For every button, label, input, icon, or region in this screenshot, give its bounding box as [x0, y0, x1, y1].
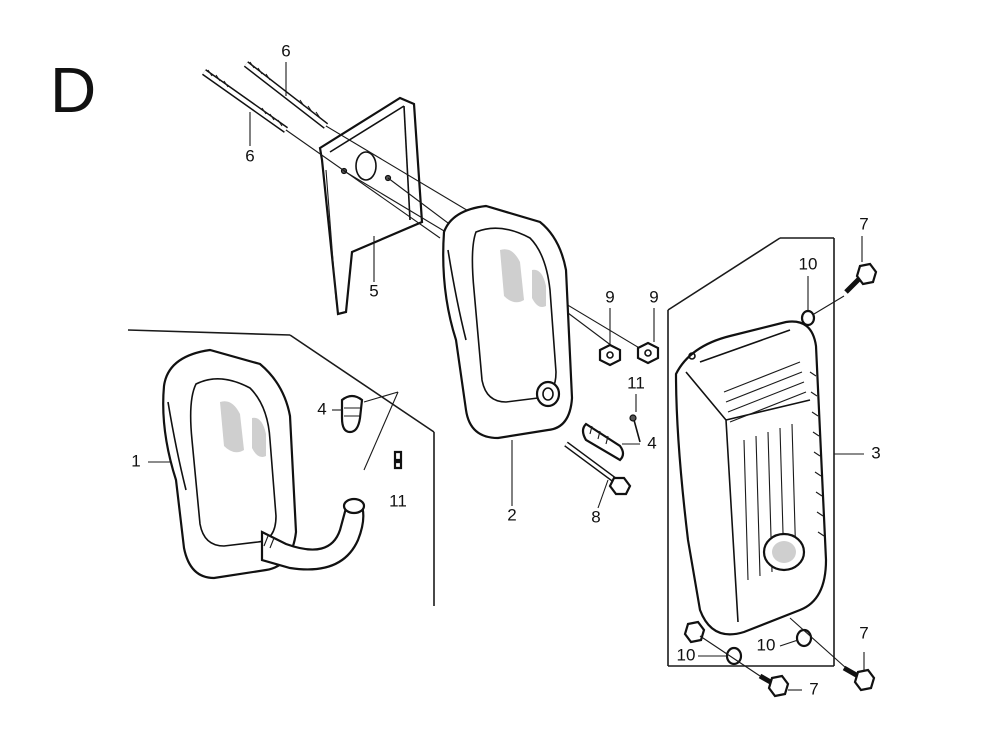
- spark-arrester-4-left: [340, 394, 364, 434]
- protector-cover-3: [674, 320, 828, 636]
- callout-7-top: 7: [859, 214, 868, 233]
- callout-3: 3: [871, 443, 880, 462]
- bolt-7-top: [844, 262, 878, 294]
- bracket-4-11-lines: [363, 391, 399, 471]
- callout-9-right: 9: [649, 287, 658, 306]
- stud-6-lower: [201, 69, 289, 133]
- collar-10-right: [795, 628, 813, 648]
- spark-arrester-4-right: [581, 422, 625, 462]
- muffler-2: [442, 204, 574, 440]
- callout-7-bottom-left: 7: [809, 679, 818, 698]
- callout-5: 5: [369, 281, 378, 300]
- callout-4-left: 4: [317, 399, 326, 418]
- callout-10-right: 10: [757, 635, 776, 654]
- section-letter: D: [50, 54, 96, 126]
- bolt-8: [564, 441, 632, 496]
- callout-10-left: 10: [677, 645, 696, 664]
- callout-11-right: 11: [627, 373, 645, 392]
- screw-11-left: [393, 450, 403, 470]
- collar-10-top: [800, 309, 816, 327]
- callout-1: 1: [131, 451, 140, 470]
- nut-9-right: [636, 341, 660, 365]
- callout-11-left: 11: [389, 491, 407, 510]
- callout-9-left: 9: [605, 287, 614, 306]
- bolt-7-bottom-left: [758, 673, 790, 698]
- callout-4-right: 4: [647, 433, 656, 452]
- callout-2: 2: [507, 505, 516, 524]
- callout-7-bottom-right: 7: [859, 623, 868, 642]
- nut-9-left: [598, 343, 622, 367]
- callout-6-lower: 6: [245, 146, 254, 165]
- bolt-7-left-bottom-head: [683, 620, 706, 644]
- callout-8: 8: [591, 507, 600, 526]
- assembly-bracket-lines: [127, 329, 435, 606]
- screw-11-right: [629, 414, 641, 443]
- callout-6-upper: 6: [281, 41, 290, 60]
- callout-10-top: 10: [799, 254, 818, 273]
- leader-lines: [148, 62, 865, 691]
- cover-bracket-lines: [667, 237, 835, 667]
- muffler-assembly-1: [162, 348, 366, 580]
- bolt-7-bottom-right: [842, 665, 876, 692]
